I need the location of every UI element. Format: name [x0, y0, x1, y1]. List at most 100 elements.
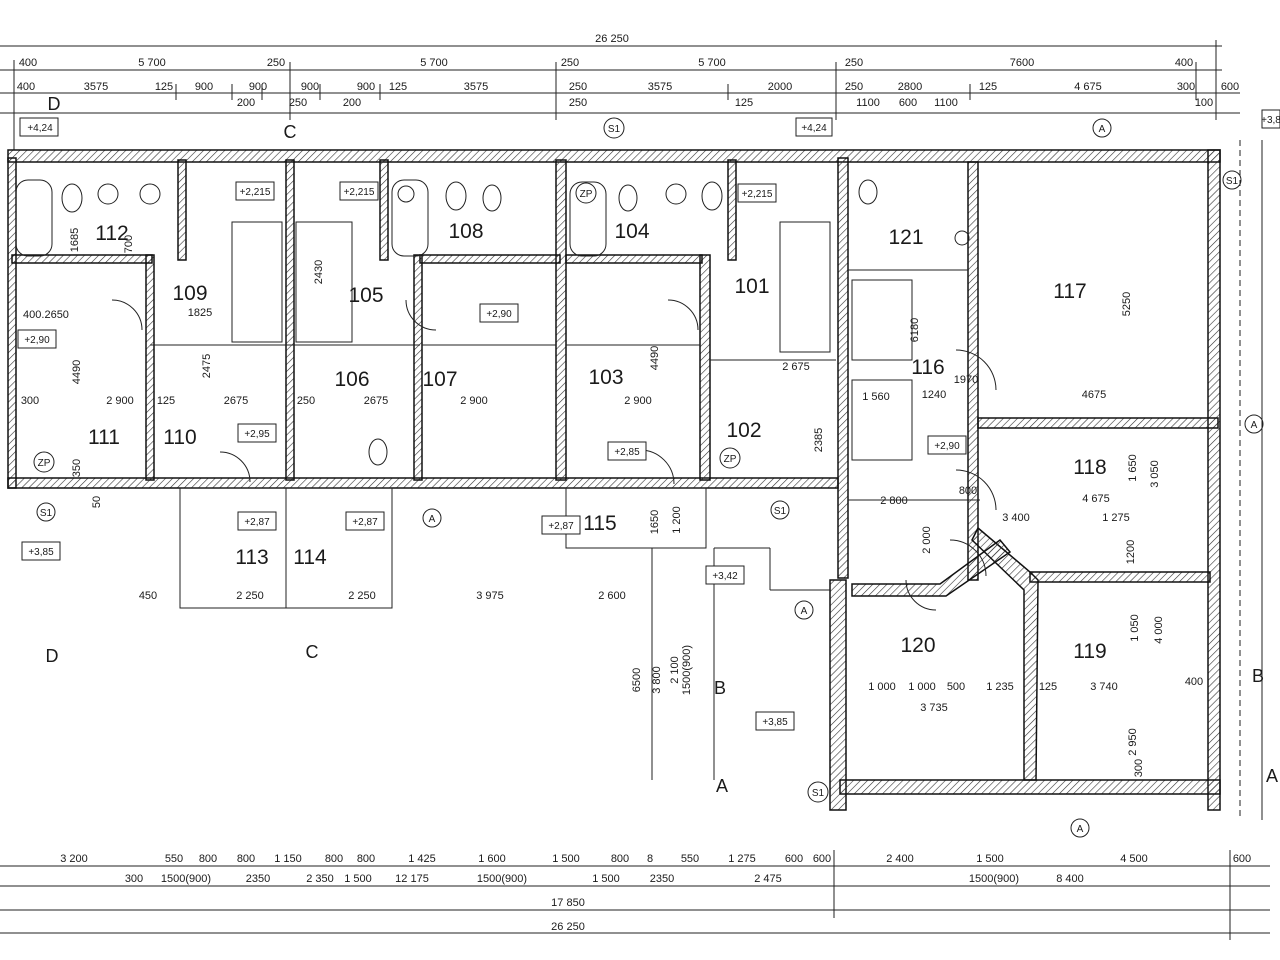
dimension-label: 800	[325, 853, 343, 865]
room-number-113: 113	[235, 546, 268, 569]
level-mark: +2,90	[934, 441, 960, 452]
dimension-label: 350	[71, 459, 83, 477]
shaft-label: S1	[1226, 176, 1239, 187]
basin-icon	[139, 183, 161, 205]
dimension-label: 2430	[313, 260, 325, 284]
dimension-label: 6500	[631, 668, 643, 692]
section-markers	[33, 117, 1264, 838]
dimension-label: 5 700	[698, 57, 726, 69]
dimension-label: 900	[357, 81, 375, 93]
level-mark: +2,87	[548, 521, 574, 532]
section-d-label: D	[46, 646, 59, 666]
level-mark: +2,95	[244, 429, 270, 440]
dimension-label: 2 900	[106, 395, 134, 407]
dimension-label: 800	[199, 853, 217, 865]
wc-icon	[482, 184, 502, 212]
dimension-label: 2350	[650, 873, 674, 885]
dimension-label: 4 500	[1120, 853, 1148, 865]
dimension-label: 250	[289, 97, 307, 109]
dimension-label: 3 200	[60, 853, 88, 865]
dimension-label: 2 250	[348, 590, 376, 602]
level-mark: +4,24	[801, 123, 827, 134]
dimension-label: 1500(900)	[161, 873, 211, 885]
dimension-label: 2 950	[1127, 728, 1139, 756]
dimension-label: 1200	[1125, 540, 1137, 564]
section-b-label: B	[1252, 666, 1264, 686]
dimension-label: 1 425	[408, 853, 436, 865]
shaft-symbol	[1222, 170, 1242, 190]
level-boxes	[17, 109, 1280, 731]
zp-symbol	[575, 182, 597, 204]
section-a-cut-label: A	[716, 776, 728, 796]
building-walls	[7, 149, 1221, 811]
basin-icon	[97, 183, 119, 205]
wc-icon	[618, 184, 638, 212]
dimension-label: 2475	[201, 354, 213, 378]
dimension-label: 500	[947, 681, 965, 693]
dimension-label: 400	[1185, 676, 1203, 688]
dimension-label: 2 250	[236, 590, 264, 602]
dimension-label: 200	[343, 97, 361, 109]
dimension-label: 2350	[246, 873, 270, 885]
section-c-label: C	[306, 642, 319, 662]
level-mark: +3,85	[28, 547, 54, 558]
dimension-label: 1100	[934, 97, 958, 109]
bathtub-icon	[15, 179, 53, 257]
room-number-101: 101	[734, 275, 769, 298]
dimension-label: 600	[1233, 853, 1251, 865]
wc-icon	[858, 179, 878, 205]
dimension-label: 1 275	[728, 853, 756, 865]
dimension-label: 4490	[649, 346, 661, 370]
dimension-label: 900	[249, 81, 267, 93]
room-number-112: 112	[95, 222, 128, 245]
dimension-label: 250	[569, 97, 587, 109]
dimension-label: 5 700	[138, 57, 166, 69]
dimension-label: 26 250	[551, 921, 585, 933]
dimension-label: 3575	[84, 81, 108, 93]
interior-lines	[150, 221, 980, 780]
section-a-symbol	[1244, 414, 1264, 434]
dimension-label: 3575	[464, 81, 488, 93]
dimension-label: 3 975	[476, 590, 504, 602]
dimension-label: 2 900	[624, 395, 652, 407]
dimension-label: 2675	[364, 395, 388, 407]
dimension-label: 50	[91, 496, 103, 508]
zp-symbol	[719, 447, 741, 469]
dimension-label: 1825	[188, 307, 212, 319]
dimension-label: 450	[139, 590, 157, 602]
dimension-label: 125	[389, 81, 407, 93]
dimension-label: 2 000	[921, 526, 933, 554]
dimension-label: 2675	[224, 395, 248, 407]
dimension-label: 2385	[813, 428, 825, 452]
room-number-116: 116	[911, 356, 944, 379]
room-number-108: 108	[448, 220, 483, 243]
section-a-cut-label: A	[1266, 766, 1278, 786]
section-a-symbol	[1092, 118, 1112, 138]
dimension-label: 3575	[648, 81, 672, 93]
level-mark: +2,90	[24, 335, 50, 346]
wc-icon	[61, 183, 83, 213]
right-dimension-line	[1239, 140, 1263, 820]
zp-label: ZP	[38, 458, 51, 469]
level-mark: +3,85	[762, 717, 788, 728]
dimension-label: 2 400	[886, 853, 914, 865]
level-mark: +3,8	[1261, 115, 1280, 126]
dimension-label: 1 600	[478, 853, 506, 865]
dimension-label: 125	[1039, 681, 1057, 693]
dimension-label: 4490	[71, 360, 83, 384]
section-a-label: A	[801, 606, 808, 617]
dimension-label: 300	[1133, 759, 1145, 777]
dimension-label: 400	[1175, 57, 1193, 69]
dimension-label: 1500(900)	[477, 873, 527, 885]
bathtub-icon	[391, 179, 429, 257]
dimension-label: 250	[267, 57, 285, 69]
dimension-label: 1 000	[868, 681, 896, 693]
dimension-label: 1 650	[1127, 454, 1139, 482]
dimension-label: 800	[357, 853, 375, 865]
dimension-label: 8	[647, 853, 653, 865]
dimension-label: 125	[735, 97, 753, 109]
room-number-102: 102	[726, 419, 761, 442]
dimension-label: 1650	[649, 510, 661, 534]
dimension-label: 250	[561, 57, 579, 69]
room-number-109: 109	[172, 282, 207, 305]
